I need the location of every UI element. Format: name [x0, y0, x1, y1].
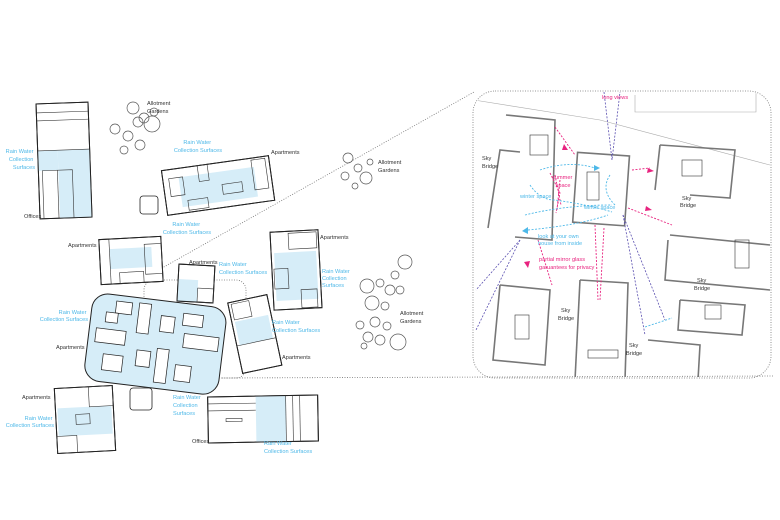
label-apartments-3: Apartments: [189, 260, 218, 266]
label-summer-space: summer space: [552, 175, 574, 189]
pavilion-1: [139, 195, 159, 215]
label-long-views: long views: [602, 95, 628, 101]
label-rain-water-6: Rain Water Collection Surfaces: [40, 310, 88, 323]
label-rain-water-2: Rain Water Collection Surfaces: [174, 140, 222, 154]
label-rain-water-9: Rain Water Collection Surfaces: [173, 395, 202, 417]
label-rain-water-1: Rain Water Collection Surfaces: [6, 149, 36, 171]
label-winter-space-right: winter space: [583, 205, 615, 211]
apartments-cluster-central: [84, 293, 227, 395]
label-allotment-3: Allotment Gardens: [378, 160, 403, 174]
label-apartments-1: Apartments: [271, 150, 300, 156]
label-look-inside: look at your own house from inside: [538, 234, 582, 247]
offices-building-2: [207, 394, 319, 444]
label-allotment-2: Allotment Gardens: [400, 311, 425, 325]
apartments-building-4: [269, 229, 323, 311]
label-rain-water-7: Rain Water Collection Surfaces: [272, 320, 320, 334]
apartments-building-2: [98, 235, 164, 286]
label-allotment-1: Allotment Gardens: [147, 101, 172, 115]
detail-panel: [472, 90, 772, 379]
label-sky-bridge-2: Sky Bridge: [680, 196, 696, 209]
label-apartments-7: Apartments: [22, 395, 51, 401]
label-offices-1: Offices: [24, 214, 42, 220]
pavilion-2: [129, 387, 153, 411]
label-apartments-4: Apartments: [320, 235, 349, 241]
label-rain-water-5: Rain Water Collection Surfaces: [322, 269, 351, 289]
apartments-building-6: [53, 385, 117, 454]
label-sky-bridge-3: Sky Bridge: [694, 278, 710, 292]
allotment-trees-2: [355, 254, 413, 351]
allotment-trees-3: [340, 152, 374, 190]
label-apartments-2: Apartments: [68, 243, 97, 249]
label-offices-2: Offices: [192, 439, 210, 445]
apartments-building-5: [227, 294, 283, 374]
offices-building-1: [35, 101, 93, 220]
label-mirror-glass: partial mirror glass garuantees for priv…: [539, 257, 595, 271]
label-sky-bridge-4: Sky Bridge: [558, 308, 574, 322]
label-winter-space-left: winter space: [519, 194, 551, 200]
apartments-building-3: [176, 263, 216, 304]
label-rain-water-3: Rain Water Collection Surfaces: [163, 222, 211, 236]
apartments-building-1: [160, 155, 276, 216]
label-sky-bridge-5: Sky Bridge: [626, 343, 642, 357]
label-sky-bridge-1: Sky Bridge: [482, 156, 498, 170]
label-rain-water-10: Rain Water Collection Surfaces: [264, 441, 312, 455]
allotment-trees-1: [109, 101, 161, 155]
label-rain-water-4: Rain Water Collection Surfaces: [219, 262, 267, 276]
label-rain-water-8: Rain Water Collection Surfaces: [6, 416, 54, 429]
label-apartments-6: Apartments: [282, 355, 311, 361]
label-apartments-5: Apartments: [56, 345, 85, 351]
